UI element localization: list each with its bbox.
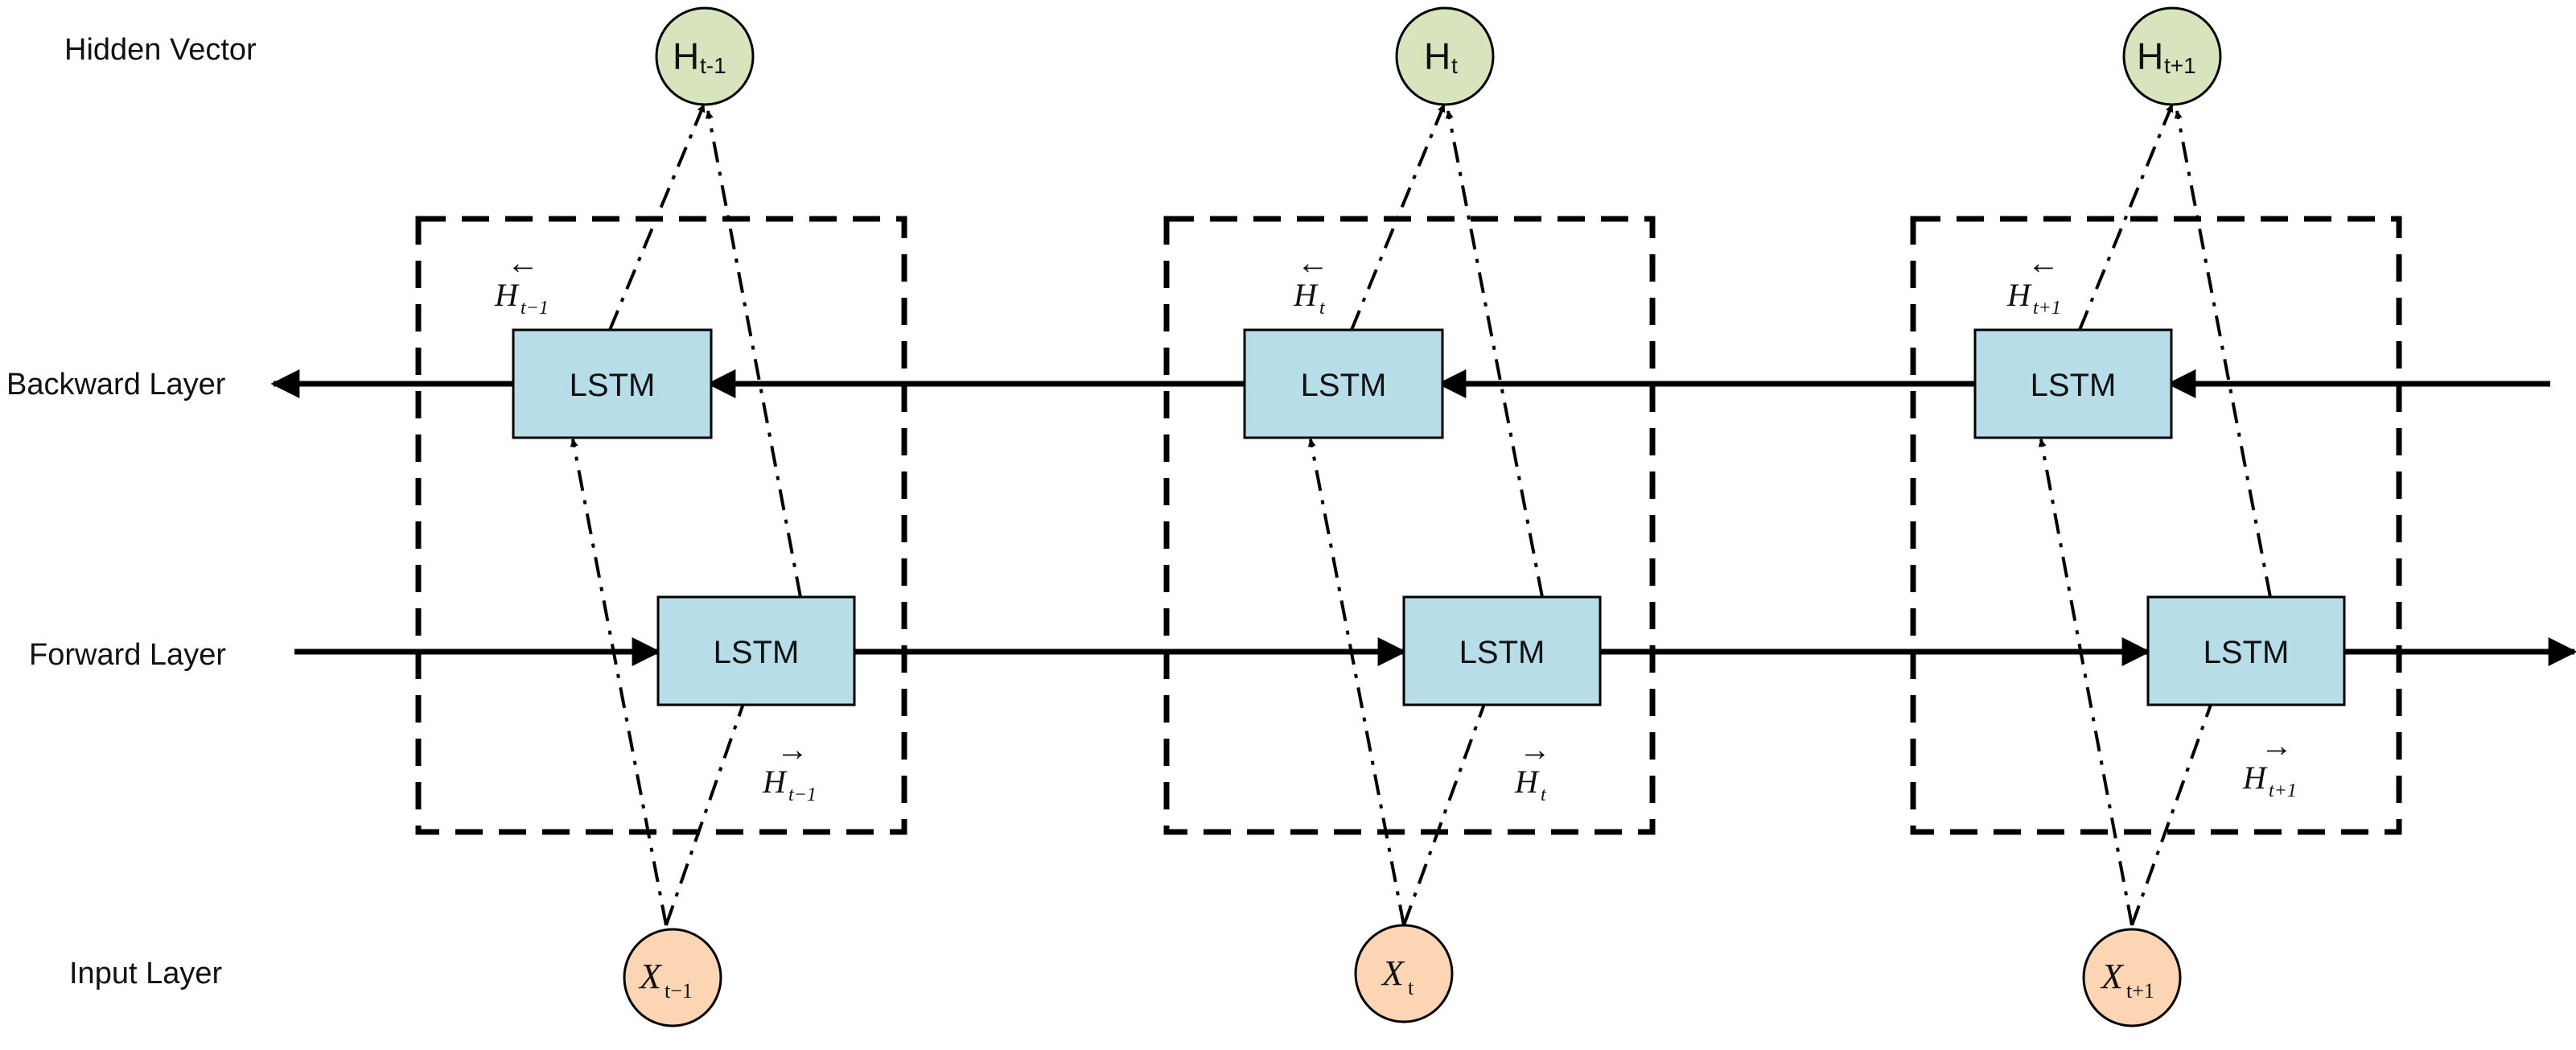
lstm-box bbox=[512, 328, 713, 439]
node-symbol: H bbox=[2137, 35, 2163, 77]
forward-to-output-connector bbox=[2174, 110, 2272, 598]
lstm-box bbox=[2146, 595, 2346, 706]
state-arrow: ← bbox=[2027, 245, 2060, 281]
lstm-box bbox=[656, 595, 856, 706]
lstm-label: LSTM bbox=[714, 635, 800, 670]
forward-state-label: → H t+1 bbox=[2242, 727, 2297, 801]
forward-lstm-cell: LSTM bbox=[656, 595, 856, 706]
timestep-frame bbox=[415, 216, 907, 835]
state-symbol: H bbox=[494, 277, 520, 313]
backward-state-label: ← H t bbox=[1293, 245, 1329, 319]
state-arrow: → bbox=[1519, 731, 1551, 768]
hidden-output-node: H t-1 bbox=[655, 6, 755, 106]
backward-lstm-cell: LSTM bbox=[1973, 328, 2173, 439]
lstm-label: LSTM bbox=[570, 368, 656, 403]
node-subscript: t+1 bbox=[2164, 53, 2196, 78]
node-symbol: X bbox=[1381, 953, 1405, 993]
input-node: X t+1 bbox=[2082, 928, 2182, 1027]
hidden-vector-label: Hidden Vector bbox=[64, 33, 257, 67]
forward-to-output-connector bbox=[705, 110, 802, 598]
state-subscript: t+1 bbox=[2269, 780, 2297, 801]
node-circle bbox=[2082, 928, 2182, 1027]
input-node: X t−1 bbox=[623, 928, 722, 1027]
forward-to-output-connector bbox=[1445, 110, 1544, 598]
lstm-label: LSTM bbox=[1459, 635, 1545, 670]
timestep-frame bbox=[1163, 216, 1656, 835]
state-arrow: → bbox=[776, 731, 809, 768]
forward-state-label: → H t−1 bbox=[762, 731, 817, 805]
node-symbol: X bbox=[638, 957, 663, 996]
backward-lstm-cell: LSTM bbox=[1243, 328, 1444, 439]
input-to-backward-connector bbox=[2038, 439, 2134, 926]
node-circle bbox=[655, 6, 755, 106]
lstm-box bbox=[1243, 328, 1444, 439]
forward-state-label: → H t bbox=[1514, 731, 1551, 805]
connections bbox=[1307, 104, 1544, 926]
node-subscript: t−1 bbox=[665, 979, 693, 1003]
node-circle bbox=[1354, 924, 1454, 1023]
node-symbol: X bbox=[2100, 957, 2125, 996]
lstm-box bbox=[1402, 595, 1602, 706]
connections bbox=[2038, 104, 2272, 926]
state-symbol: H bbox=[762, 764, 788, 800]
state-subscript: t+1 bbox=[2033, 298, 2061, 319]
hidden-output-node: H t+1 bbox=[2122, 6, 2222, 106]
node-symbol: H bbox=[1424, 35, 1451, 77]
input-node: X t bbox=[1354, 924, 1454, 1023]
state-symbol: H bbox=[2242, 760, 2268, 796]
backward-layer-label: Backward Layer bbox=[6, 368, 226, 401]
state-subscript: t−1 bbox=[521, 298, 549, 319]
lstm-label: LSTM bbox=[1301, 368, 1387, 403]
timestep-t-minus-1: LSTM LSTM ← H t−1 → H t−1 H t-1 X t−1 bbox=[415, 6, 907, 1027]
backward-lstm-cell: LSTM bbox=[512, 328, 713, 439]
node-subscript: t-1 bbox=[700, 53, 726, 78]
state-arrow: → bbox=[2261, 727, 2293, 764]
backward-to-output-connector bbox=[1350, 104, 1446, 331]
lstm-box bbox=[1973, 328, 2173, 439]
backward-state-label: ← H t−1 bbox=[494, 245, 549, 319]
node-circle bbox=[2122, 6, 2222, 106]
lstm-label: LSTM bbox=[2204, 635, 2290, 670]
state-symbol: H bbox=[2006, 277, 2032, 313]
state-subscript: t bbox=[1541, 784, 1547, 805]
node-subscript: t bbox=[1408, 976, 1414, 999]
state-arrow: ← bbox=[1297, 245, 1329, 281]
node-symbol: H bbox=[673, 35, 699, 77]
timestep-t: LSTM LSTM ← H t → H t H t X t bbox=[1163, 6, 1656, 1023]
input-to-backward-connector bbox=[1307, 439, 1405, 926]
forward-layer-label: Forward Layer bbox=[29, 638, 226, 672]
node-circle bbox=[1395, 6, 1495, 106]
forward-lstm-cell: LSTM bbox=[2146, 595, 2346, 706]
state-symbol: H bbox=[1293, 277, 1319, 313]
node-subscript: t+1 bbox=[2126, 979, 2154, 1003]
state-symbol: H bbox=[1514, 764, 1540, 800]
forward-lstm-cell: LSTM bbox=[1402, 595, 1602, 706]
input-to-backward-connector bbox=[570, 439, 668, 926]
connections bbox=[570, 104, 802, 926]
backward-state-label: ← H t+1 bbox=[2006, 245, 2061, 319]
backward-to-output-connector bbox=[608, 104, 706, 331]
input-layer-label: Input Layer bbox=[69, 957, 222, 990]
hidden-output-node: H t bbox=[1395, 6, 1495, 106]
state-subscript: t−1 bbox=[788, 784, 817, 805]
state-arrow: ← bbox=[507, 245, 539, 281]
timestep-frame bbox=[1910, 216, 2402, 835]
node-circle bbox=[623, 928, 722, 1027]
state-subscript: t bbox=[1319, 298, 1326, 319]
lstm-label: LSTM bbox=[2031, 368, 2117, 403]
node-subscript: t bbox=[1451, 53, 1458, 78]
timestep-t-plus-1: LSTM LSTM ← H t+1 → H t+1 H t+1 X t+1 bbox=[1910, 6, 2402, 1027]
backward-to-output-connector bbox=[2078, 104, 2174, 331]
